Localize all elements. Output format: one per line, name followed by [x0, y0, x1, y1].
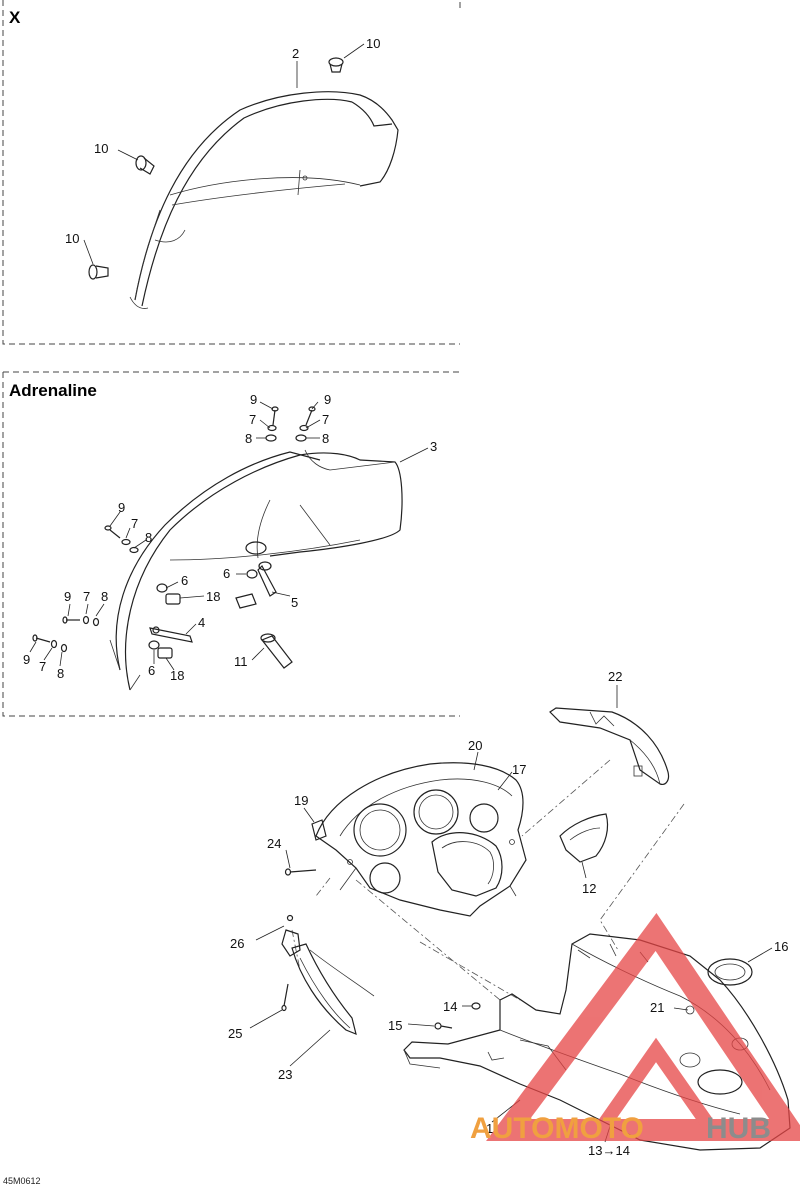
callout-7-bottom: 7 — [39, 659, 46, 674]
callout-20: 20 — [468, 738, 482, 753]
callout-6-mid: 6 — [223, 566, 230, 581]
bracket-4 — [149, 626, 193, 643]
mount-block — [235, 593, 257, 609]
callout-6-lower: 6 — [148, 663, 155, 678]
callout-24: 24 — [267, 836, 281, 851]
trim-12 — [559, 813, 609, 863]
cover-22 — [549, 707, 670, 785]
callout-1: 1 — [486, 1121, 493, 1136]
fastener-stack-top-left — [265, 406, 279, 442]
callout-18-upper: 18 — [206, 589, 220, 604]
fastener-stack-left — [62, 615, 100, 627]
callout-7-top-left: 7 — [249, 412, 256, 427]
console-20 — [315, 762, 527, 917]
clip-19 — [311, 819, 327, 841]
screw-15 — [434, 1022, 453, 1030]
handle-11 — [260, 633, 293, 669]
callout-10-low: 10 — [65, 231, 79, 246]
callout-21: 21 — [650, 1000, 664, 1015]
screw-24 — [284, 868, 317, 876]
rivet-10-mid — [135, 155, 155, 175]
callout-8-mid: 8 — [145, 530, 152, 545]
callout-5: 5 — [291, 595, 298, 610]
callout-17: 17 — [512, 762, 526, 777]
rivet-10-low — [88, 264, 109, 280]
callout-8-top-right: 8 — [322, 431, 329, 446]
callout-8-bottom: 8 — [57, 666, 64, 681]
callout-22: 22 — [608, 669, 622, 684]
watermark-text-automoto: AUTOMOTO — [470, 1112, 644, 1145]
section-title-adrenaline: Adrenaline — [9, 381, 97, 400]
watermark-text-hub: HUB — [706, 1112, 771, 1145]
callout-7-top-right: 7 — [322, 412, 329, 427]
section-x-frame — [2, 0, 461, 345]
callout-2: 2 — [292, 46, 299, 61]
callout-7-left: 7 — [83, 589, 90, 604]
dome-mount — [245, 541, 267, 555]
clip-18-upper — [165, 593, 181, 605]
callout-19: 19 — [294, 793, 308, 808]
callout-9-bottom: 9 — [23, 652, 30, 667]
bracket-5 — [257, 561, 277, 597]
section-title-x: X — [9, 8, 21, 27]
bracket-26 — [281, 914, 301, 957]
fastener-stack-top-right — [295, 406, 316, 442]
rivet-10-top — [328, 57, 344, 73]
callout-8-left: 8 — [101, 589, 108, 604]
callout-18-lower: 18 — [170, 668, 184, 683]
callout-13-14: 13→14 — [588, 1143, 630, 1158]
callout-15: 15 — [388, 1018, 402, 1033]
screw-25 — [281, 983, 289, 1012]
callout-3: 3 — [430, 439, 437, 454]
callout-4: 4 — [198, 615, 205, 630]
windshield-x-drawing — [129, 91, 399, 309]
deflector-23 — [291, 943, 375, 1035]
callout-10-top: 10 — [366, 36, 380, 51]
callout-9-top-right: 9 — [324, 392, 331, 407]
grommet-6-mid — [246, 569, 258, 579]
callout-16: 16 — [774, 939, 788, 954]
windshield-adrenaline-drawing — [109, 449, 403, 691]
watermark-logo — [486, 913, 800, 1141]
callout-10-mid: 10 — [94, 141, 108, 156]
callout-9-mid: 9 — [118, 500, 125, 515]
callout-11: 11 — [234, 654, 248, 669]
callout-7-mid: 7 — [131, 516, 138, 531]
callout-26: 26 — [230, 936, 244, 951]
ring-16 — [707, 958, 753, 986]
fastener-stack-mid — [104, 525, 139, 554]
section-adrenaline-frame — [2, 371, 460, 717]
callout-25: 25 — [228, 1026, 242, 1041]
grommet-6-lower — [148, 640, 160, 650]
grommet-6-upper — [156, 583, 168, 593]
callout-23: 23 — [278, 1067, 292, 1082]
callout-6-upper: 6 — [181, 573, 188, 588]
drawing-code: 45M0612 — [3, 1176, 41, 1186]
callout-9-top-left: 9 — [250, 392, 257, 407]
callout-12: 12 — [582, 881, 596, 896]
callout-8-top-left: 8 — [245, 431, 252, 446]
nut-14 — [471, 1002, 481, 1010]
fastener-stack-bottom — [32, 634, 68, 653]
callout-14: 14 — [443, 999, 457, 1014]
clip-18-lower — [157, 647, 173, 659]
callout-9-left: 9 — [64, 589, 71, 604]
